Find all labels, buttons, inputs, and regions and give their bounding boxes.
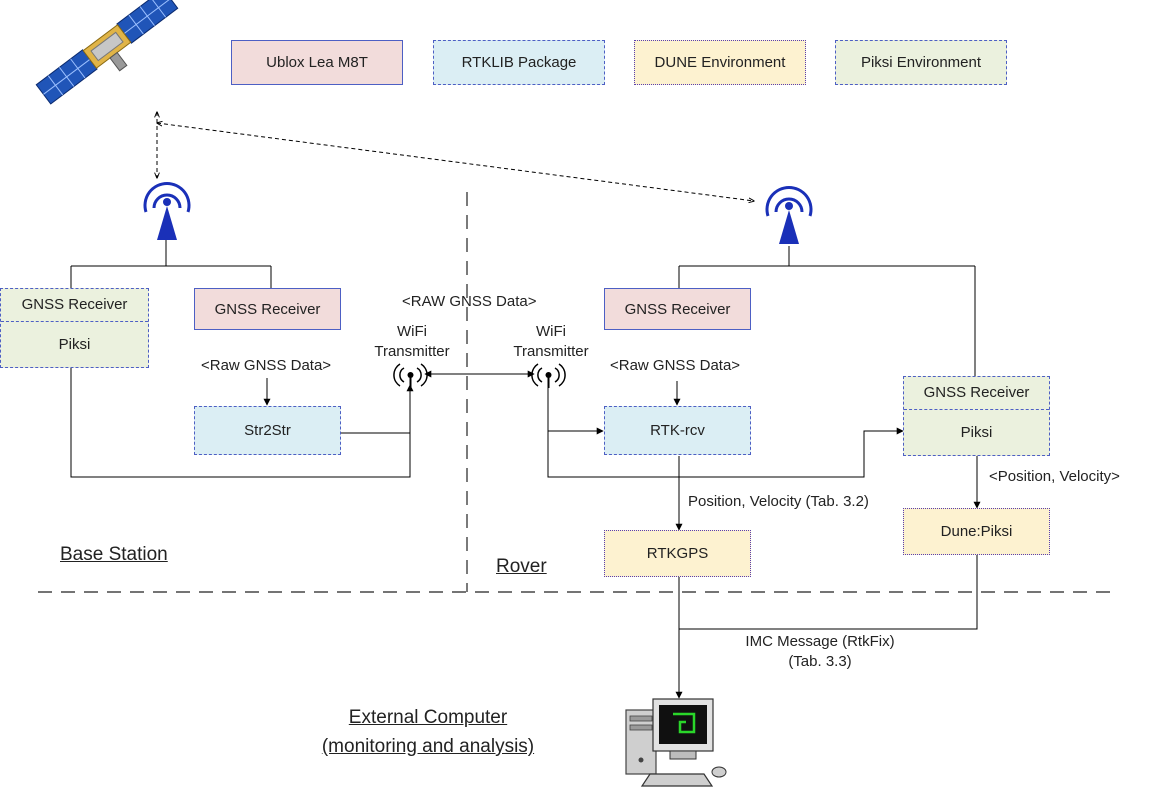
legend-piksi-label: Piksi Environment — [860, 54, 982, 71]
dune-piksi-label: Dune:Piksi — [940, 523, 1013, 540]
rover-ublox-receiver-label: GNSS Receiver — [624, 300, 731, 318]
rover-raw-data-label: <Raw GNSS Data> — [610, 357, 741, 374]
to-computer — [678, 555, 978, 697]
legend-rtklib-label: RTKLIB Package — [461, 54, 577, 71]
rtkgps-label: RTKGPS — [646, 545, 709, 562]
antenna-icon — [143, 181, 191, 240]
antenna-icon — [765, 185, 813, 244]
rtkgps-box: RTKGPS — [604, 530, 751, 577]
base-piksi-receiver-bottom: Piksi — [58, 336, 91, 353]
base-piksi-to-wifi — [70, 368, 414, 478]
rtk-rcv-box: RTK-rcv — [604, 406, 751, 455]
legend-dune-label: DUNE Environment — [654, 54, 786, 71]
str2str-box: Str2Str — [194, 406, 341, 455]
base-antenna-split — [70, 238, 272, 290]
legend-ublox: Ublox Lea M8T — [231, 40, 403, 85]
sat-to-rover-signal — [157, 123, 754, 201]
external-computer-section-label: External Computer (monitoring and analys… — [321, 707, 535, 757]
rtk-rcv-label: RTK-rcv — [650, 422, 705, 439]
base-ublox-receiver: GNSS Receiver — [194, 288, 341, 330]
rover-antenna-split — [678, 246, 976, 376]
base-wifi-label: WiFi Transmitter — [374, 323, 450, 360]
rover-ublox-receiver: GNSS Receiver — [604, 288, 751, 330]
legend-rtklib: RTKLIB Package — [433, 40, 605, 85]
rover-piksi-receiver-bottom: Piksi — [960, 424, 993, 441]
base-raw-data-label: <Raw GNSS Data> — [201, 357, 332, 374]
rover-wifi-to-rtkrcv — [547, 388, 604, 435]
rover-piksi-receiver: GNSS Receiver Piksi — [903, 376, 1050, 456]
dune-piksi-box: Dune:Piksi — [903, 508, 1050, 555]
base-station-section-label: Base Station — [60, 544, 168, 565]
rtk-pos-vel-label: Position, Velocity (Tab. 3.2) — [688, 493, 869, 510]
rover-piksi-receiver-top: GNSS Receiver — [904, 377, 1049, 410]
base-ublox-receiver-label: GNSS Receiver — [214, 300, 321, 318]
legend-piksi: Piksi Environment — [835, 40, 1007, 85]
rover-wifi-to-piksi — [547, 427, 904, 478]
str2str-label: Str2Str — [244, 422, 291, 439]
base-piksi-receiver-top: GNSS Receiver — [1, 289, 148, 322]
computer-icon — [625, 698, 727, 787]
legend-dune: DUNE Environment — [634, 40, 806, 85]
rover-section-label: Rover — [496, 556, 547, 577]
rover-pos-vel-label: <Position, Velocity> — [989, 468, 1120, 485]
legend-ublox-label: Ublox Lea M8T — [266, 54, 368, 71]
rover-wifi-label: WiFi Transmitter — [513, 323, 589, 360]
imc-message-label: IMC Message (RtkFix) (Tab. 3.3) — [745, 633, 895, 670]
wifi-icon — [393, 363, 428, 387]
raw-gnss-link-label: <RAW GNSS Data> — [402, 293, 537, 310]
satellite-icon — [35, 0, 179, 105]
wifi-icon — [531, 363, 566, 388]
base-piksi-receiver: GNSS Receiver Piksi — [0, 288, 149, 368]
